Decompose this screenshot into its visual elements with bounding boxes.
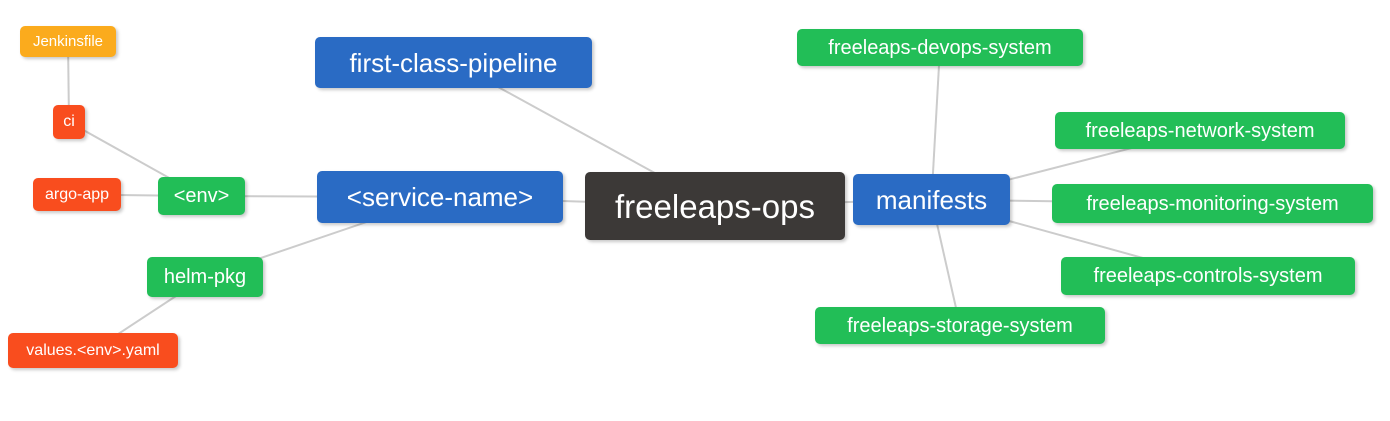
node-manifests[interactable]: manifests <box>853 174 1010 225</box>
node-freeleaps-monitoring-system[interactable]: freeleaps-monitoring-system <box>1052 184 1373 223</box>
node-argo-app[interactable]: argo-app <box>33 178 121 211</box>
node-freeleaps-devops-system[interactable]: freeleaps-devops-system <box>797 29 1083 66</box>
node-ci[interactable]: ci <box>53 105 85 139</box>
node-freeleaps-ops[interactable]: freeleaps-ops <box>585 172 845 240</box>
node-service-name[interactable]: <service-name> <box>317 171 563 223</box>
node-env[interactable]: <env> <box>158 177 245 215</box>
node-freeleaps-network-system[interactable]: freeleaps-network-system <box>1055 112 1345 149</box>
node-jenkinsfile[interactable]: Jenkinsfile <box>20 26 116 57</box>
node-first-class-pipeline[interactable]: first-class-pipeline <box>315 37 592 88</box>
node-values-env-yaml[interactable]: values.<env>.yaml <box>8 333 178 368</box>
node-freeleaps-controls-system[interactable]: freeleaps-controls-system <box>1061 257 1355 295</box>
node-helm-pkg[interactable]: helm-pkg <box>147 257 263 297</box>
node-freeleaps-storage-system[interactable]: freeleaps-storage-system <box>815 307 1105 344</box>
